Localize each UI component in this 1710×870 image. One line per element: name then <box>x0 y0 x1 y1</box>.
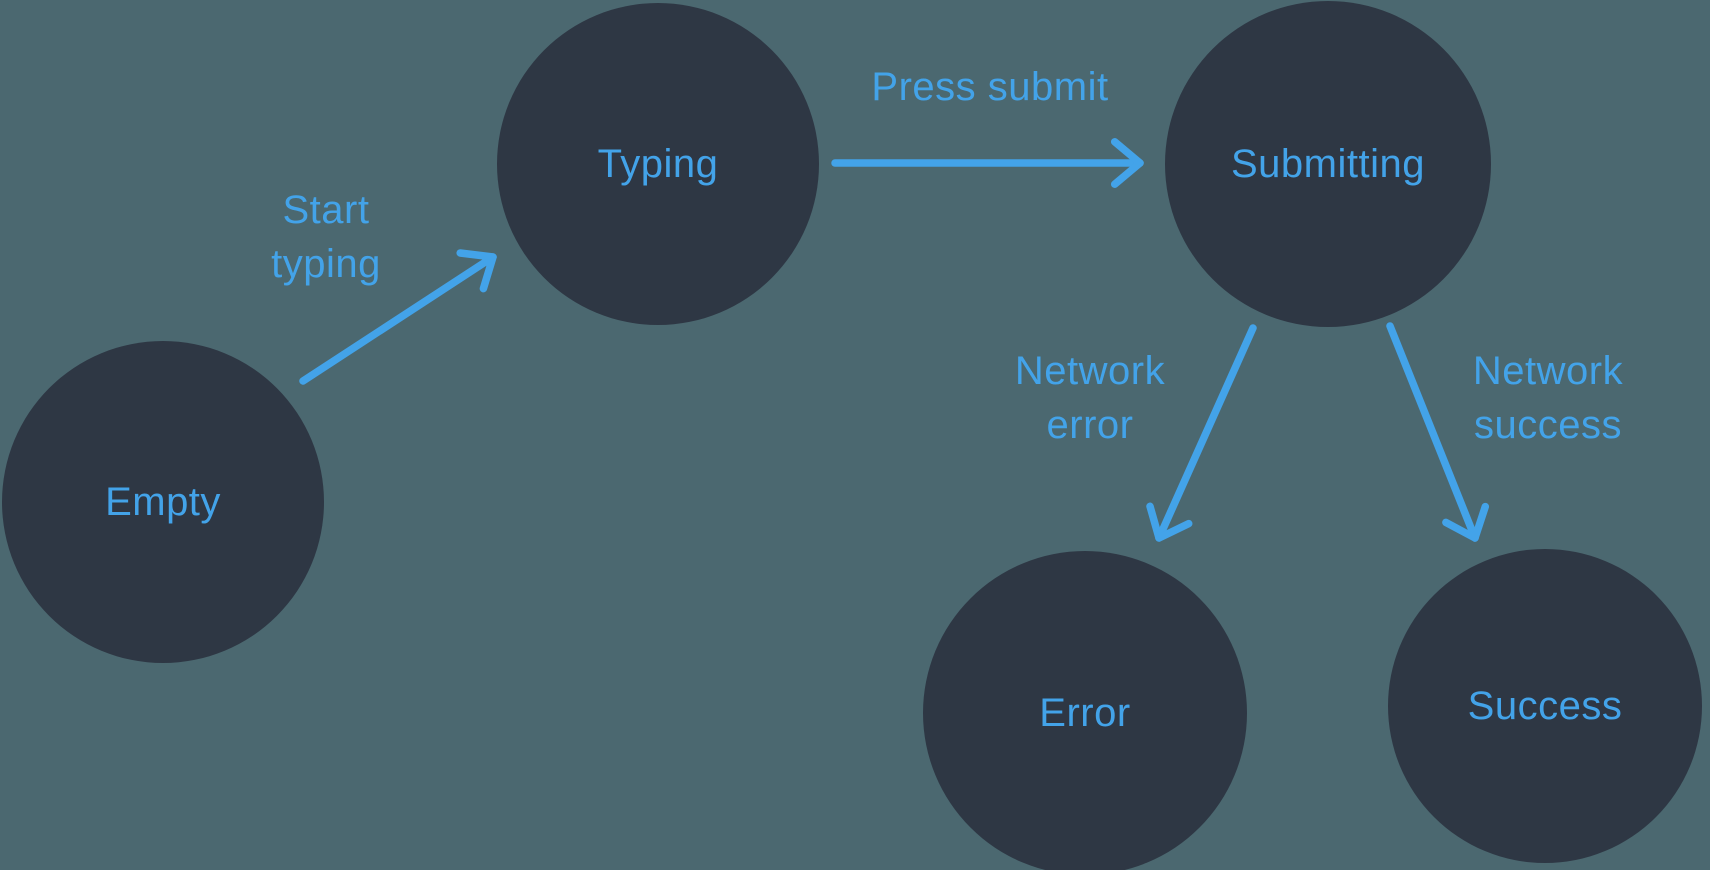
state-empty-label: Empty <box>105 479 221 524</box>
transition-label-line: Press submit <box>871 65 1109 109</box>
transition-label-start-typing: Start typing <box>271 183 381 291</box>
transition-label-line: Network <box>1014 349 1166 393</box>
transition-label-line: Start <box>282 188 370 232</box>
transition-label-line: Network <box>1472 349 1624 393</box>
transition-label-press-submit: Press submit <box>871 60 1108 114</box>
transition-label-network-success: Network success <box>1473 344 1623 452</box>
state-typing: Typing <box>497 3 819 325</box>
transition-label-line: success <box>1473 403 1622 447</box>
state-error-label: Error <box>1039 690 1131 735</box>
arrow-start-typing <box>299 249 497 385</box>
state-empty: Empty <box>2 341 324 663</box>
arrow-press-submit <box>831 138 1144 188</box>
state-success: Success <box>1388 549 1702 863</box>
transition-label-line: error <box>1046 403 1134 447</box>
state-typing-label: Typing <box>597 141 719 186</box>
transition-label-network-error: Network error <box>1015 344 1165 452</box>
transition-label-line: typing <box>271 242 381 286</box>
arrow-network-success <box>1386 322 1490 542</box>
state-submitting: Submitting <box>1165 1 1491 327</box>
arrow-network-error <box>1146 324 1257 542</box>
state-success-label: Success <box>1467 683 1623 728</box>
state-error: Error <box>923 551 1247 870</box>
state-submitting-label: Submitting <box>1231 141 1425 186</box>
